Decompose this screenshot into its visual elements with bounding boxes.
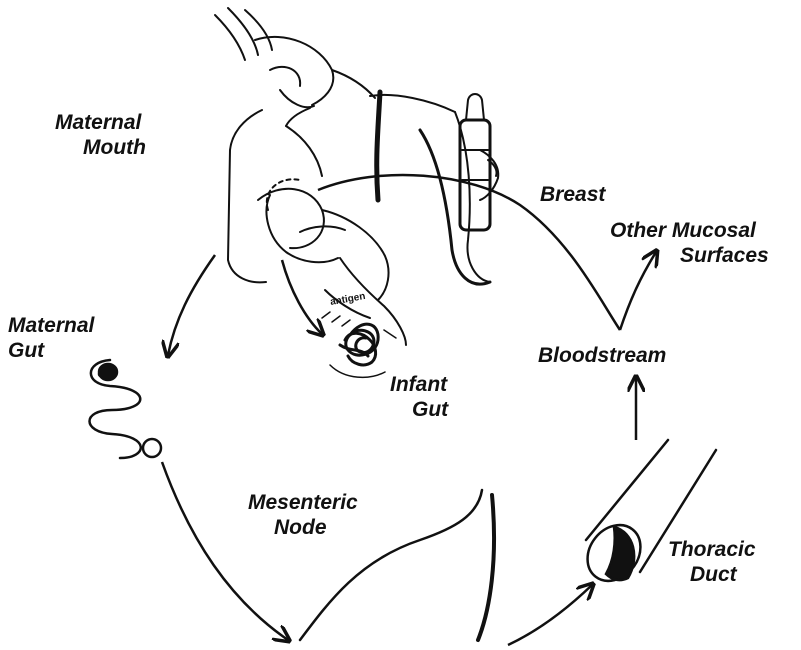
maternal-mouth-label: Maternal Mouth [55, 110, 146, 160]
mesenteric-node-line2: Node [248, 515, 358, 540]
infant-gut-scribble [322, 312, 396, 377]
maternal-mouth-line1: Maternal [55, 110, 146, 135]
thoracic-duct-line2: Duct [668, 562, 756, 587]
maternal-mouth-line2: Mouth [55, 135, 146, 160]
arrow-node-to-duct [508, 585, 592, 645]
mesenteric-node-line1: Mesenteric [248, 490, 358, 515]
arrow-mouth-to-gut [168, 255, 215, 355]
thoracic-duct-label: Thoracic Duct [668, 537, 756, 587]
arrow-to-infant-gut [282, 260, 322, 334]
bloodstream-label: Bloodstream [538, 343, 666, 368]
maternal-gut-label: Maternal Gut [8, 313, 94, 363]
maternal-gut-line2: Gut [8, 338, 94, 363]
infant-gut-line2: Gut [390, 397, 448, 422]
thoracic-duct-line1: Thoracic [668, 537, 756, 562]
other-mucosal-label: Other Mucosal Surfaces [610, 218, 769, 268]
arrow-gut-to-node [162, 462, 288, 640]
maternal-gut-coil [90, 360, 162, 458]
breast-label: Breast [540, 182, 605, 207]
infant-gut-label: Infant Gut [390, 372, 448, 422]
maternal-gut-line1: Maternal [8, 313, 94, 338]
other-mucosal-line2: Surfaces [610, 243, 769, 268]
infant-gut-line1: Infant [390, 372, 448, 397]
mesenteric-node-label: Mesenteric Node [248, 490, 358, 540]
other-mucosal-line1: Other Mucosal [610, 218, 769, 243]
